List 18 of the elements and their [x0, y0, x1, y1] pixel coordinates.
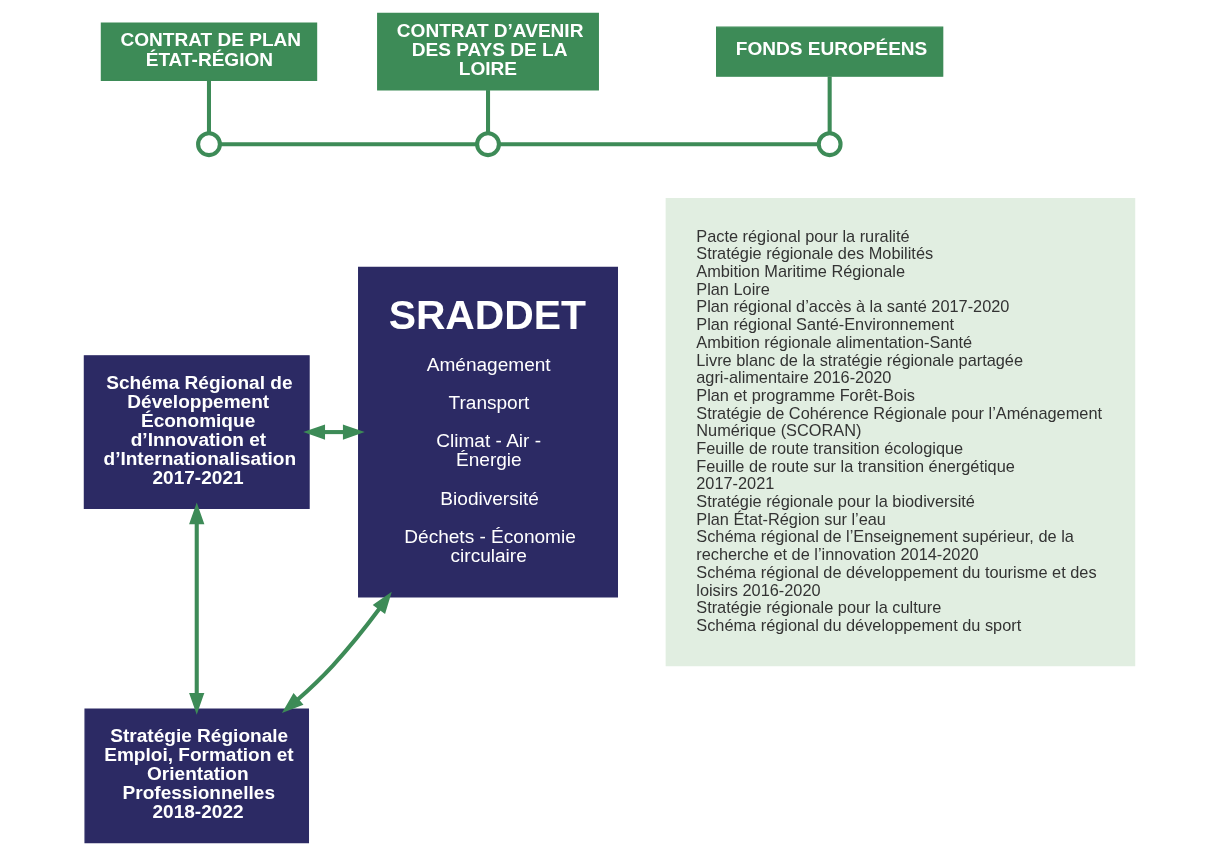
node-box: CONTRAT DE PLAN ÉTAT-RÉGION: [100, 22, 318, 81]
node-box: Pacte régional pour la ruralité Stratégie régionale des Mobilités Ambition Maritime Régionale Plan Loire Plan régional d’accès à la santé 2017-2020 Plan régional Santé-Environnement Ambition régionale alimentation-Santé Livre blanc de la stratégie régionale partagée agri-alimentaire 2016-2020 Plan et programme Forêt-Bois Stratégie de Cohérence Régionale pour l’Aménagement Numérique (SCORAN) Feuille de route transition écologique Feuille de route sur la transition énergétique 2017-2021 Stratégie régionale pour la biodiversité Plan État-Région sur l’eau Schéma régional de l’Enseignement supérieur, de la recherche et de l’innovation 2014-2020 Schéma régional de développement du tourisme et des loisirs 2016-2020 Stratégie régionale pour la culture Schéma régional du développement du sport: [665, 197, 1136, 667]
arrow: [303, 424, 365, 440]
node-box: SRADDET Aménagement Transport Climat - Air - Énergie Biodiversité Déchets - Économie circulaire: [358, 266, 618, 598]
connector: [219, 142, 477, 147]
node-circle: [475, 131, 501, 158]
node-box: Stratégie Régionale Emploi, Formation et Orientation Professionnelles 2018-2022: [84, 708, 310, 844]
connector: [499, 142, 819, 147]
connector: [827, 76, 832, 134]
node-box: CONTRAT D’AVENIR DES PAYS DE LA LOIRE: [377, 12, 599, 91]
connector: [485, 90, 491, 134]
connector: [206, 80, 212, 134]
node-circle: [196, 131, 222, 158]
node-box: FONDS EUROPÉENS: [716, 26, 944, 77]
arrow: [189, 502, 205, 715]
node-circle: [816, 131, 843, 158]
node-box: Schéma Régional de Développement Économique d’Innovation et d’Internationalisation 2017-2021: [83, 355, 310, 509]
arrow: [281, 591, 392, 714]
